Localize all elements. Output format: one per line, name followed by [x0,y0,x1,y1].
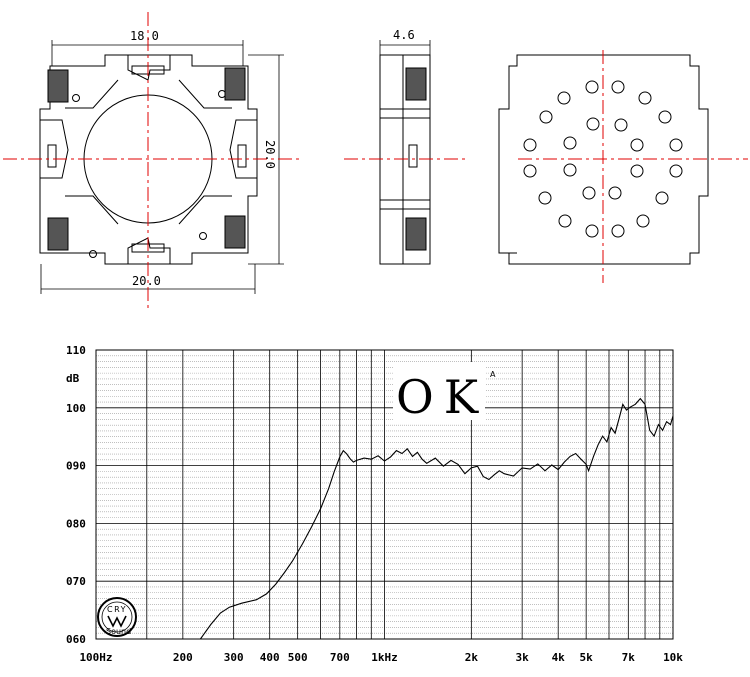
mesh-hole [669,138,683,152]
y-tick-label: 070 [66,575,86,588]
mesh-hole [563,136,577,150]
mesh-hole [611,80,625,94]
front-view-diagonal-ribs [65,79,232,225]
x-tick-label: 700 [330,651,350,664]
y-tick-label: 060 [66,633,86,646]
x-tick-label: 300 [224,651,244,664]
chart-y-tick-labels: 060 070 080 090 100 110 [66,344,86,646]
chart-x-tick-labels: 100Hz 200 300 400 500 700 1kHz 2k 3k 4k 5k 7k 10k [79,651,683,664]
logo-text-top: CRY [107,605,127,614]
ok-stamp-text: OK [396,370,488,424]
mesh-hole [655,191,669,205]
front-view-slot-left [47,144,57,168]
cry-sound-logo: CRY Sound [97,597,137,637]
terminal-pad-bl [47,217,69,251]
dim-depth: 4.6 [393,28,415,42]
mesh-hole [669,164,683,178]
x-tick-label: 200 [173,651,193,664]
x-tick-label: 10k [663,651,683,664]
logo-text-bottom: Sound [106,627,131,636]
x-tick-label: 100Hz [79,651,112,664]
front-view-terminals [47,67,246,251]
chart-series [199,397,674,640]
front-view-hole-tr [218,90,226,98]
mesh-hole [608,186,622,200]
x-tick-label: 3k [516,651,530,664]
x-tick-label: 5k [580,651,594,664]
mesh-hole [538,191,552,205]
mesh-hole [630,138,644,152]
y-tick-label: 090 [66,460,86,473]
x-tick-label: 2k [465,651,479,664]
series-line [199,397,674,640]
mesh-hole [539,110,553,124]
mesh-hole [523,138,537,152]
x-tick-label: 7k [622,651,636,664]
back-view-outline [498,54,709,265]
front-view-hole-bl [89,250,97,258]
ok-stamp: OK A [393,362,496,424]
y-tick-label: 110 [66,344,86,357]
terminal-pad-br [224,215,246,249]
front-view-inner-frame [40,55,257,264]
front-view-hole-br [199,232,207,240]
x-tick-label: 500 [288,651,308,664]
chart-plot-frame [95,349,674,640]
mesh-hole [558,214,572,228]
terminal-pad-tr [224,67,246,101]
dim-bottom-width: 20.0 [132,274,161,288]
front-view-outline [39,54,258,265]
mesh-hole [585,224,599,238]
side-view-terminals [405,67,427,251]
mesh-hole [611,224,625,238]
frequency-response-chart: 060 070 080 090 100 110 dB 100Hz 200 300 400 500 7… [66,344,683,664]
mesh-hole [585,80,599,94]
mesh-hole [523,164,537,178]
mesh-hole [614,118,628,132]
mesh-hole [563,163,577,177]
side-view-slot [408,144,418,168]
terminal-pad-tl [47,69,69,103]
dimension-lines-side [379,40,431,55]
technical-drawing: 18.0 20.0 20.0 4.6 [3,12,748,308]
y-tick-label: 100 [66,402,86,415]
mesh-hole [638,91,652,105]
front-view-hole-tl [72,94,80,102]
ok-stamp-superscript: A [490,370,496,379]
front-view-slot-right [237,144,247,168]
back-view [498,54,709,265]
back-view-mesh-holes [523,80,683,238]
mesh-hole [630,164,644,178]
mesh-hole [582,186,596,200]
chart-major-grid [96,349,673,640]
mesh-hole [658,110,672,124]
chart-y-axis-label: dB [66,372,80,385]
mesh-hole [557,91,571,105]
mesh-hole [636,214,650,228]
y-tick-label: 080 [66,517,86,530]
mesh-hole [586,117,600,131]
x-tick-label: 400 [260,651,280,664]
dim-height: 20.0 [263,140,277,169]
x-tick-label: 4k [552,651,566,664]
x-tick-label: 1kHz [371,651,398,664]
centre-lines-back [518,50,748,283]
dim-top-width: 18.0 [130,29,159,43]
